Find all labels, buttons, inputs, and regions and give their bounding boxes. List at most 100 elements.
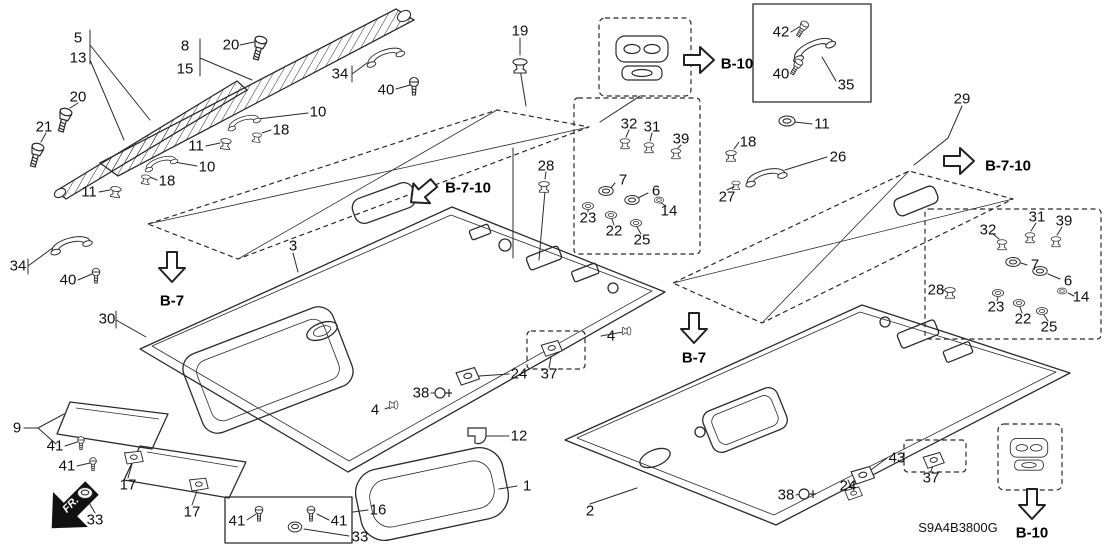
part-number-label-40: 40 [60, 272, 77, 289]
bolt-icon [249, 34, 269, 62]
grommet-icon [1005, 257, 1021, 267]
overhead-console-icon [1009, 438, 1049, 471]
part-number-label-12: 12 [511, 428, 528, 445]
grommet-icon [630, 219, 642, 227]
visor-holder-icon [455, 366, 481, 387]
part-number-label-7: 7 [619, 172, 627, 189]
fastener-group-box-right [924, 208, 1102, 340]
part-number-label-1: 1 [523, 478, 531, 495]
ring-clip-icon [434, 387, 453, 399]
visor-holder-box-left [526, 330, 586, 370]
screw-icon [408, 76, 420, 96]
clip-fastener-icon [389, 400, 399, 410]
ref-label-B-7: B-7 [682, 350, 706, 367]
part-number-label-17: 17 [184, 504, 201, 521]
part-number-label-32: 32 [980, 222, 997, 239]
clip-fastener-icon [219, 137, 232, 151]
part-number-label-18: 18 [273, 122, 290, 139]
clip-fastener-icon [251, 131, 263, 144]
part-number-label-24: 24 [511, 366, 528, 383]
fastener-group-box-left [573, 97, 701, 255]
part-number-label-10: 10 [310, 104, 327, 121]
grommet-icon [1036, 307, 1048, 315]
part-number-label-22: 22 [606, 223, 623, 240]
part-number-label-7: 7 [1031, 257, 1039, 274]
part-number-label-13: 13 [70, 50, 87, 67]
part-number-label-22: 22 [1015, 311, 1032, 328]
grab-handle-icon [742, 164, 789, 189]
ref-arrow-b10-bottom [1018, 488, 1046, 520]
part-number-label-40: 40 [378, 82, 395, 99]
part-number-label-41: 41 [47, 438, 64, 455]
part-number-label-20: 20 [223, 37, 240, 54]
clip-fastener-icon [996, 239, 1008, 251]
part-number-label-6: 6 [652, 183, 660, 200]
part-number-label-29: 29 [954, 91, 971, 108]
roof-outline-left [147, 109, 590, 260]
visor-holder-icon [124, 450, 144, 465]
grommet-icon [598, 186, 614, 196]
part-number-label-18: 18 [740, 134, 757, 151]
ref-arrow-b7-right [680, 312, 708, 344]
part-number-label-39: 39 [673, 131, 690, 148]
screw-icon [77, 436, 85, 451]
bolt-icon [787, 57, 805, 77]
part-number-label-33: 33 [352, 529, 369, 546]
grab-handle-icon [363, 43, 406, 69]
grommet-icon [605, 211, 617, 219]
part-number-label-27: 27 [719, 189, 736, 206]
ref-label-B-7-10: B-7-10 [445, 180, 491, 197]
coat-hook-icon [467, 427, 487, 445]
sun-visors [56, 401, 247, 499]
ref-label-B-10: B-10 [721, 56, 754, 73]
cap-icon [76, 486, 94, 500]
part-number-label-19: 19 [512, 23, 529, 40]
clip-fastener-icon [109, 185, 122, 199]
roof-garnish-strips [53, 8, 416, 200]
leader-lines [23, 26, 1075, 537]
part-number-label-17: 17 [120, 477, 137, 494]
bolt-icon [54, 106, 74, 134]
part-number-label-28: 28 [928, 282, 945, 299]
part-number-label-10: 10 [199, 159, 216, 176]
part-number-label-41: 41 [59, 458, 76, 475]
clip-fastener-icon [622, 326, 632, 336]
part-number-label-2: 2 [586, 503, 594, 520]
ref-label-B-10: B-10 [1016, 525, 1049, 542]
screw-icon [254, 505, 264, 522]
part-number-label-37: 37 [541, 366, 558, 383]
part-number-label-40: 40 [773, 66, 790, 83]
part-number-label-38: 38 [413, 385, 430, 402]
visor-holder-icon [189, 477, 209, 492]
part-number-label-25: 25 [1041, 319, 1058, 336]
part-number-label-30: 30 [99, 311, 116, 328]
clip-fastener-icon [643, 142, 655, 154]
part-number-label-11: 11 [188, 138, 204, 155]
handle-kit-box [752, 3, 872, 103]
clip-fastener-icon [1050, 236, 1062, 248]
visor-holder-box-right [903, 439, 967, 473]
part-number-label-9: 9 [13, 420, 21, 437]
part-number-label-11: 11 [814, 116, 830, 133]
ref-arrow-b10-top [683, 46, 715, 74]
roof-outline-right [672, 170, 1014, 324]
part-number-label-3: 3 [289, 238, 297, 255]
part-number-label-25: 25 [634, 232, 651, 249]
part-number-label-20: 20 [70, 89, 87, 106]
part-number-label-43: 43 [889, 450, 906, 467]
grommet-icon [1013, 299, 1025, 307]
bolt-icon [26, 141, 46, 169]
part-number-label-14: 14 [661, 203, 678, 220]
clip-fastener-icon [140, 173, 152, 186]
grommet-icon [778, 115, 796, 127]
part-number-label-15: 15 [177, 61, 194, 78]
ref-arrow-b7-10-right [943, 147, 975, 175]
part-number-label-34: 34 [10, 258, 27, 275]
part-number-label-39: 39 [1056, 213, 1073, 230]
part-number-label-24: 24 [840, 478, 857, 495]
part-number-label-23: 23 [580, 210, 597, 227]
part-number-label-11: 11 [81, 184, 97, 201]
console-dashed-box-right [997, 423, 1063, 491]
part-number-label-4: 4 [371, 402, 379, 419]
